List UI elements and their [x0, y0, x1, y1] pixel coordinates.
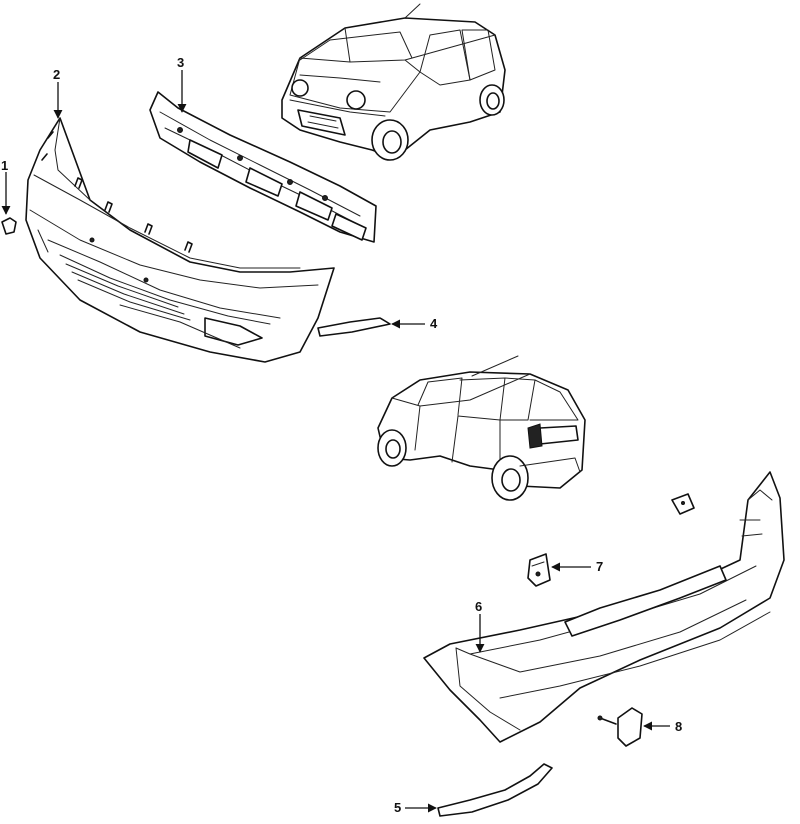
- callout-4: 4: [430, 316, 438, 331]
- bracket-upper: [671, 493, 695, 515]
- callout-3: 3: [177, 55, 184, 70]
- rear-bumper: [423, 471, 785, 743]
- part-8-cover: [597, 707, 643, 747]
- callout-6: 6: [475, 599, 482, 614]
- callout-5: 5: [394, 800, 401, 815]
- part-5-trim-strip: [437, 763, 553, 817]
- front-car-view: [281, 3, 506, 161]
- callout-8: 8: [675, 719, 682, 734]
- callout-leaders: [1, 70, 670, 813]
- part-3-reinforcement-beam: [149, 91, 377, 243]
- part-1-clip: [1, 217, 17, 235]
- callout-7: 7: [596, 559, 603, 574]
- part-4-trim-strip: [317, 317, 391, 337]
- rear-car-view: [377, 355, 586, 501]
- part-7-mounting-bracket: [527, 553, 551, 587]
- callout-2: 2: [53, 67, 60, 82]
- callout-1: 1: [1, 158, 8, 173]
- front-bumper: [25, 117, 335, 363]
